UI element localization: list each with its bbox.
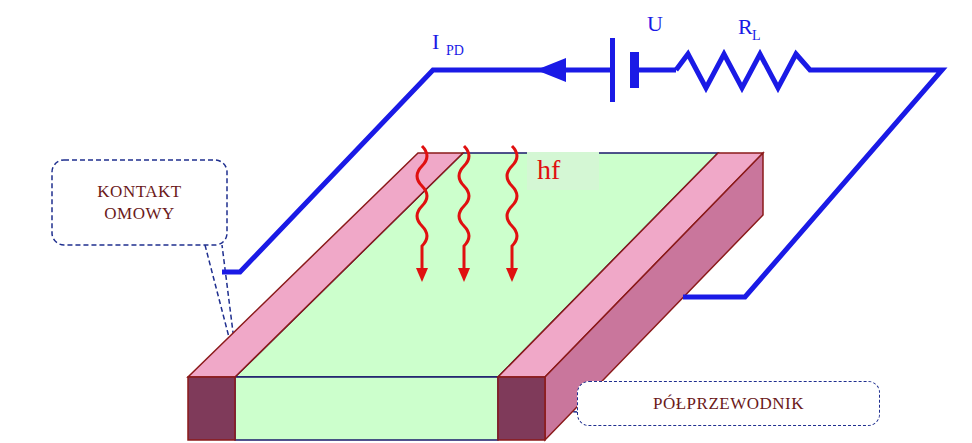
callout-outline — [52, 160, 227, 245]
photon-arrows — [417, 146, 517, 272]
contact-front — [188, 377, 235, 440]
current-arrow — [536, 58, 566, 82]
current-symbol: I — [432, 31, 439, 53]
battery-plate — [630, 52, 639, 88]
current-subscript: PD — [446, 44, 464, 58]
contact-front — [498, 377, 545, 440]
label-patch — [527, 152, 599, 190]
callout-text: KONTAKT OMOWY — [65, 181, 215, 224]
callout-box: KONTAKT OMOWY — [52, 160, 227, 245]
voltage-symbol: U — [647, 13, 663, 35]
photon-energy: hf — [537, 156, 560, 184]
callout-box: PÓŁPRZEWODNIK — [577, 381, 880, 426]
photon-arrowheads — [416, 268, 518, 282]
resistor-symbol: R — [738, 16, 753, 38]
circuit-wire — [222, 54, 942, 297]
battery-plate — [610, 38, 615, 102]
semiconductor-front — [235, 377, 498, 440]
resistor-subscript: L — [752, 29, 761, 43]
callout-text: PÓŁPRZEWODNIK — [653, 393, 804, 414]
